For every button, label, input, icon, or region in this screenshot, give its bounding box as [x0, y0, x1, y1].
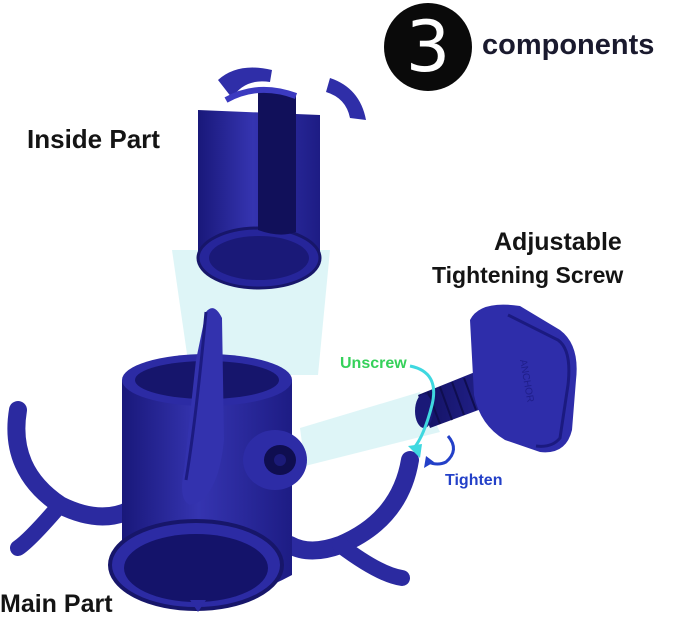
rotation-arrows — [408, 364, 455, 468]
inside-part-sleeve — [196, 67, 366, 290]
main-part-body — [7, 308, 419, 612]
component-count-label: components — [482, 29, 655, 61]
tightening-screw-label: Tightening Screw — [432, 262, 624, 288]
inside-part-label: Inside Part — [27, 124, 160, 154]
main-part-label: Main Part — [0, 590, 113, 618]
adjustable-label: Adjustable — [494, 228, 622, 256]
tighten-label: Tighten — [445, 472, 503, 489]
tightening-screw: ANCHOR — [415, 304, 577, 453]
unscrew-label: Unscrew — [340, 355, 407, 372]
component-count-badge: 3 — [384, 3, 472, 91]
component-count-number: 3 — [405, 6, 451, 88]
